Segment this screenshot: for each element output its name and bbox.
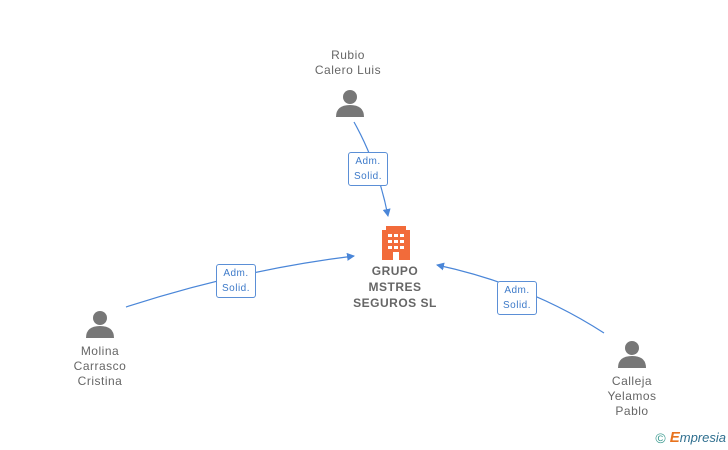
relation-tag-calleja[interactable]: Adm. Solid. [497, 281, 538, 315]
person-icon [618, 341, 646, 368]
relation-tag-line: Solid. [354, 171, 383, 182]
person-name-line: Cristina [77, 374, 123, 388]
company-name[interactable]: GRUPO MSTRES SEGUROS SL [335, 263, 455, 311]
relation-tag-line: Solid. [222, 283, 251, 294]
relation-tag-line: Solid. [503, 300, 532, 311]
company-name-line: SEGUROS SL [353, 296, 437, 310]
person-name-line: Rubio [331, 48, 365, 62]
person-name-calleja[interactable]: Calleja Yelamos Pablo [584, 374, 680, 419]
building-icon [382, 226, 410, 260]
person-icon [336, 90, 364, 117]
relation-tag-line: Adm. [355, 156, 381, 167]
person-name-molina[interactable]: Molina Carrasco Cristina [52, 344, 148, 389]
relation-tag-molina[interactable]: Adm. Solid. [216, 264, 257, 298]
person-name-line: Yelamos [607, 389, 657, 403]
person-name-line: Pablo [615, 404, 649, 418]
relation-tag-line: Adm. [504, 285, 530, 296]
brand-watermark: © Empresia [655, 429, 726, 446]
brand-logo: Empresia [670, 429, 726, 446]
person-name-line: Calero Luis [314, 63, 382, 77]
company-name-line: MSTRES [368, 280, 422, 294]
relation-tag-line: Adm. [223, 268, 249, 279]
brand-initial: E [669, 429, 680, 446]
copyright-icon: © [655, 429, 666, 446]
company-name-line: GRUPO [371, 264, 419, 278]
relation-tag-rubio[interactable]: Adm. Solid. [348, 152, 389, 186]
person-name-line: Molina [80, 344, 120, 358]
person-name-line: Carrasco [73, 359, 127, 373]
person-name-rubio[interactable]: Rubio Calero Luis [300, 48, 396, 78]
brand-name: mpresia [679, 430, 726, 445]
person-icon [86, 311, 114, 338]
person-name-line: Calleja [611, 374, 653, 388]
